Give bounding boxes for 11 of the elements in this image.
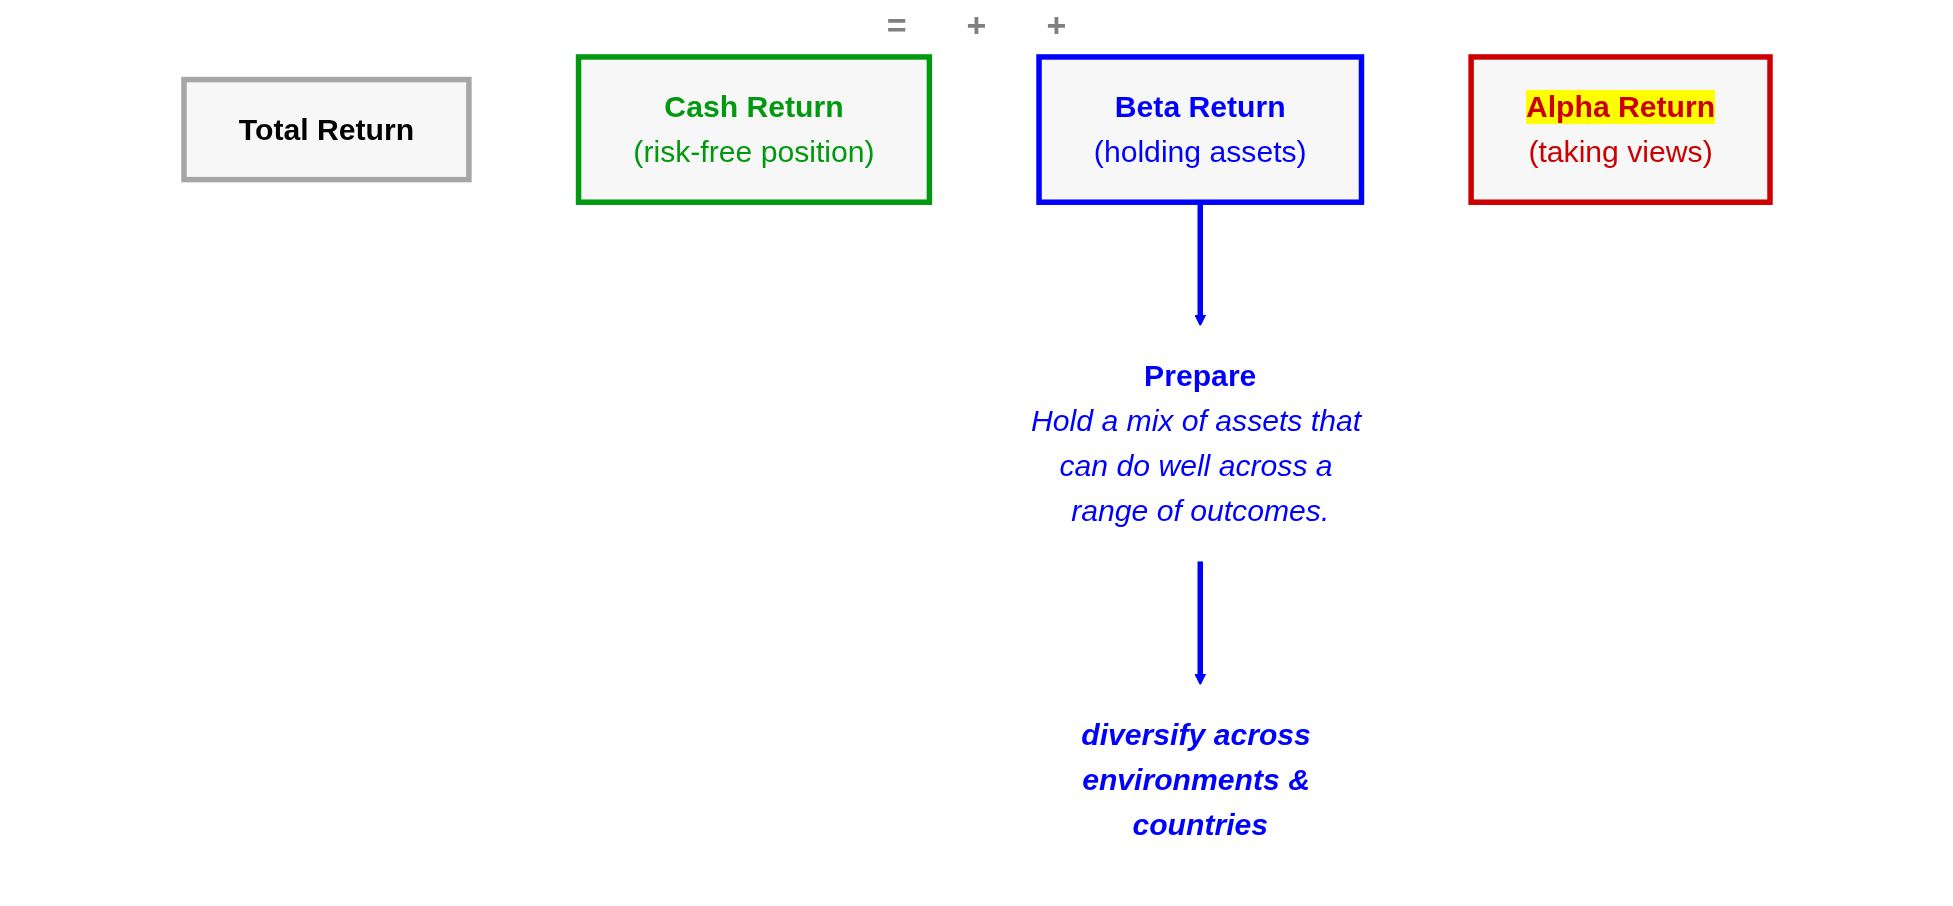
arrow [1193,561,1206,686]
operator-sign: + [966,6,987,46]
operator-sign: + [1046,6,1067,46]
node-box: Beta Return (holding assets) [1035,54,1364,205]
node-text: Prepare Hold a mix of assets that can do well across a range of outcomes. [1030,358,1361,529]
node-box: Total Return [180,76,472,183]
node-text: diversify across environments & countries [1080,717,1311,843]
node-box: Cash Return (risk-free position) [575,54,932,205]
arrow [1193,202,1206,327]
operator-sign: = [886,6,907,46]
node-box: Alpha Return (taking views) [1467,54,1773,205]
